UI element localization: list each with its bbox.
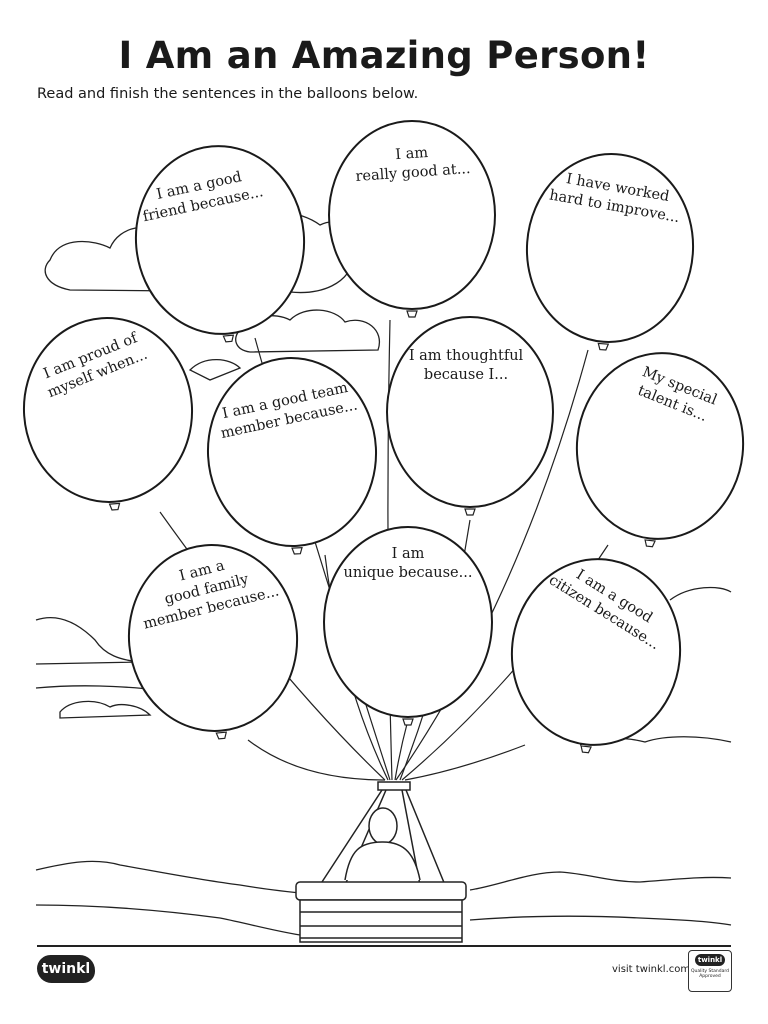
balloon-good-friend: I am a goodfriend because...	[128, 139, 312, 343]
balloon-team-member: I am a good teammember because...	[203, 354, 381, 555]
hills	[35, 860, 732, 936]
balloon-proud: I am proud ofmyself when...	[18, 312, 198, 511]
balloon-layer: I am a goodfriend because...I amreally g…	[18, 120, 753, 754]
balloon-shape[interactable]	[386, 316, 554, 508]
hot-air-basket	[295, 781, 467, 943]
balloon-shape[interactable]	[121, 538, 305, 738]
balloon-really-good-at: I amreally good at...	[328, 120, 496, 318]
balloon-shape[interactable]	[128, 139, 312, 341]
balloon-prompt-line: I am	[392, 546, 425, 562]
balloon-knot	[108, 502, 121, 511]
footer-divider	[37, 945, 731, 947]
balloon-knot	[464, 508, 476, 516]
page-title: I Am an Amazing Person!	[118, 34, 650, 77]
balloon-shape[interactable]	[568, 345, 753, 547]
balloon-citizen: I am a goodcitizen because...	[503, 551, 690, 754]
quality-badge-subtitle: Quality Standard Approved	[691, 969, 729, 979]
balloon-shape[interactable]	[521, 148, 700, 347]
balloon-knot	[406, 310, 418, 318]
balloon-special-talent: My specialtalent is...	[568, 345, 753, 548]
balloon-worked-hard: I have workedhard to improve...	[521, 148, 700, 351]
balloon-knot	[215, 731, 228, 740]
balloon-shape[interactable]	[328, 120, 496, 310]
balloon-knot	[291, 546, 303, 555]
balloon-shape[interactable]	[323, 526, 493, 718]
visit-link[interactable]: visit twinkl.com	[612, 964, 691, 975]
balloon-unique: I am unique because...	[323, 526, 493, 726]
balloon-prompt: I am thoughtful because I...	[409, 348, 524, 383]
quality-badge: twinkl Quality Standard Approved	[688, 950, 732, 992]
balloon-knot	[222, 334, 235, 343]
balloon-thoughtful: I am thoughtful because I...	[386, 316, 554, 516]
balloon-family-member: I am agood familymember because...	[121, 538, 305, 740]
balloon-prompt-line: I am thoughtful	[409, 348, 524, 364]
twinkl-logo[interactable]: twinkl	[37, 955, 95, 983]
balloon-prompt-line: I am	[395, 145, 429, 163]
balloon-knot	[402, 718, 414, 726]
balloon-prompt-line: because I...	[424, 367, 508, 383]
balloon-prompt-line: unique because...	[344, 565, 473, 581]
balloon-shape[interactable]	[18, 312, 198, 507]
quality-badge-title: twinkl	[695, 954, 725, 966]
instruction-text: Read and finish the sentences in the bal…	[37, 86, 419, 102]
balloon-shape[interactable]	[203, 354, 381, 551]
balloon-shape[interactable]	[503, 551, 690, 754]
balloon-prompt: I am unique because...	[344, 546, 473, 581]
balloon-knot	[644, 539, 656, 548]
balloon-knot	[597, 342, 610, 351]
balloon-knot	[580, 745, 592, 754]
